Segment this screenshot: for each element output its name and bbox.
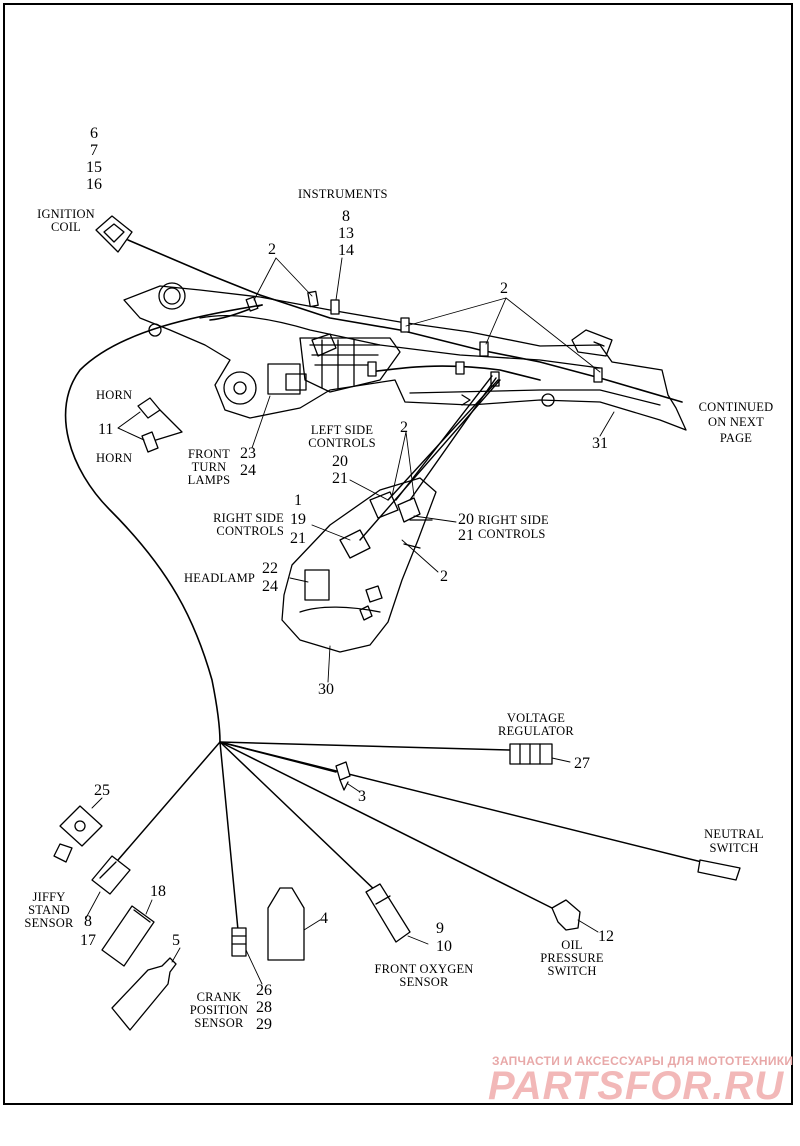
front-turn-lamps-ref-23: 23 <box>240 445 256 462</box>
neutral-switch-label-1: NEUTRAL <box>704 827 764 841</box>
headlamp-ref-22: 22 <box>262 560 278 577</box>
harness-loop <box>64 304 263 743</box>
neutral-switch-label-2: SWITCH <box>709 841 759 855</box>
ignition-coil-label-1: IGNITION <box>37 207 95 221</box>
left-side-controls-ref-21: 21 <box>332 470 348 487</box>
ignition-coil-ref-6: 6 <box>90 125 98 142</box>
front-oxygen-sensor-label-2: SENSOR <box>399 975 449 989</box>
crank-position-sensor-label-3: SENSOR <box>194 1016 244 1030</box>
instruments-label: INSTRUMENTS <box>298 187 388 201</box>
ignition-coil-ref-7: 7 <box>90 142 98 159</box>
voltage-regulator-ref-27: 27 <box>574 755 590 772</box>
continued-label-1: CONTINUED <box>698 400 774 414</box>
horn-label-top: HORN <box>96 388 133 402</box>
right-side-controls-left-label-1: RIGHT SIDE <box>213 511 284 525</box>
frame-backbone-31 <box>123 282 687 431</box>
frame-ref-31: 31 <box>592 435 608 452</box>
front-turn-lamps-label-2: TURN <box>191 460 227 474</box>
oil-pressure-switch-ref-12: 12 <box>598 928 614 945</box>
right-side-controls-left-label-2: CONTROLS <box>216 524 284 538</box>
clip-ref-left: 2 <box>268 241 276 258</box>
ignition-coil-ref-15: 15 <box>86 159 102 176</box>
left-side-controls-ref-20: 20 <box>332 453 348 470</box>
watermark-logo: PARTSFOR.RU <box>488 1064 785 1108</box>
instruments-ref-13: 13 <box>338 225 354 242</box>
right-side-controls-left-ref-19: 19 <box>290 511 306 528</box>
right-side-controls-left-ref-1: 1 <box>294 492 302 509</box>
crank-position-sensor-ref-29: 29 <box>256 1016 272 1033</box>
item-25-ref: 25 <box>94 782 110 799</box>
oil-pressure-switch-label-3: SWITCH <box>547 964 597 978</box>
jiffy-stand-sensor-label-2: STAND <box>28 903 70 917</box>
lower-harness <box>117 741 735 931</box>
jiffy-stand-sensor-label-1: JIFFY <box>32 890 66 904</box>
front-oxygen-sensor-ref-10: 10 <box>436 938 452 955</box>
clip-ref-controls: 2 <box>400 419 408 436</box>
right-side-controls-right-label-1: RIGHT SIDE <box>478 513 549 527</box>
left-side-controls-label-1: LEFT SIDE <box>310 423 374 437</box>
right-side-controls-left-ref-21: 21 <box>290 530 306 547</box>
item-4-container <box>267 887 321 961</box>
item-18-ref: 18 <box>150 883 166 900</box>
front-oxygen-sensor <box>365 883 429 945</box>
fairing-ref-30: 30 <box>318 681 334 698</box>
left-side-controls-label-2: CONTROLS <box>308 436 376 450</box>
continued-label-3: PAGE <box>719 431 753 445</box>
ignition-coil-ref-16: 16 <box>86 176 102 193</box>
neutral-switch <box>697 859 741 881</box>
jiffy-stand-sensor-ref-8: 8 <box>84 913 92 930</box>
crank-position-sensor-ref-28: 28 <box>256 999 272 1016</box>
item-4-ref: 4 <box>320 910 328 927</box>
front-turn-lamps-label-3: LAMPS <box>187 473 231 487</box>
right-side-controls-right-label-2: CONTROLS <box>478 527 546 541</box>
front-oxygen-sensor-label-1: FRONT OXYGEN <box>374 962 474 976</box>
front-turn-lamps-ref-24: 24 <box>240 462 256 479</box>
fitting-ref-3: 3 <box>358 788 366 805</box>
horn-ref-11: 11 <box>98 421 114 438</box>
horn-label-bottom: HORN <box>96 451 133 465</box>
item-25-sensor <box>53 797 103 863</box>
jiffy-stand-sensor-ref-17: 17 <box>80 932 96 949</box>
fitting-3 <box>335 761 361 793</box>
horn-connectors <box>117 397 183 453</box>
item-5-tube <box>111 947 181 1031</box>
headlamp-ref-24: 24 <box>262 578 278 595</box>
jiffy-stand-sensor-label-3: SENSOR <box>24 916 74 930</box>
cable-clips <box>245 290 603 387</box>
item-5-ref: 5 <box>172 932 180 949</box>
crank-position-sensor-label-2: POSITION <box>189 1003 249 1017</box>
oil-pressure-switch-label-2: PRESSURE <box>540 951 604 965</box>
oil-pressure-switch-label-1: OIL <box>561 938 583 952</box>
instruments-ref-14: 14 <box>338 242 354 259</box>
right-side-controls-right-ref-20: 20 <box>458 511 474 528</box>
crank-position-sensor-label-1: CRANK <box>196 990 242 1004</box>
jiffy-stand-connector <box>85 855 131 919</box>
oil-pressure-switch <box>551 899 599 933</box>
clip-ref-right: 2 <box>500 280 508 297</box>
right-side-controls-right-ref-21: 21 <box>458 527 474 544</box>
front-turn-lamps-label-1: FRONT <box>188 447 230 461</box>
headlamp-label: HEADLAMP <box>184 571 256 585</box>
ignition-coil-label-2: COIL <box>51 220 81 234</box>
leader-lines <box>251 257 615 683</box>
ignition-coil-connector <box>95 215 133 253</box>
item-18-connector <box>101 899 155 967</box>
voltage-regulator-label-2: REGULATOR <box>498 724 574 738</box>
voltage-regulator <box>509 743 571 765</box>
continued-label-2: ON NEXT <box>708 415 764 429</box>
front-oxygen-sensor-ref-9: 9 <box>436 920 444 937</box>
crank-position-sensor <box>231 927 263 985</box>
clip-ref-lower: 2 <box>440 568 448 585</box>
watermark-subtitle: ЗАПЧАСТИ И АКСЕССУАРЫ ДЛЯ МОТОТЕХНИКИ <box>492 1054 794 1068</box>
voltage-regulator-label-1: VOLTAGE <box>506 711 566 725</box>
instruments-ref-8: 8 <box>342 208 350 225</box>
crank-position-sensor-ref-26: 26 <box>256 982 272 999</box>
